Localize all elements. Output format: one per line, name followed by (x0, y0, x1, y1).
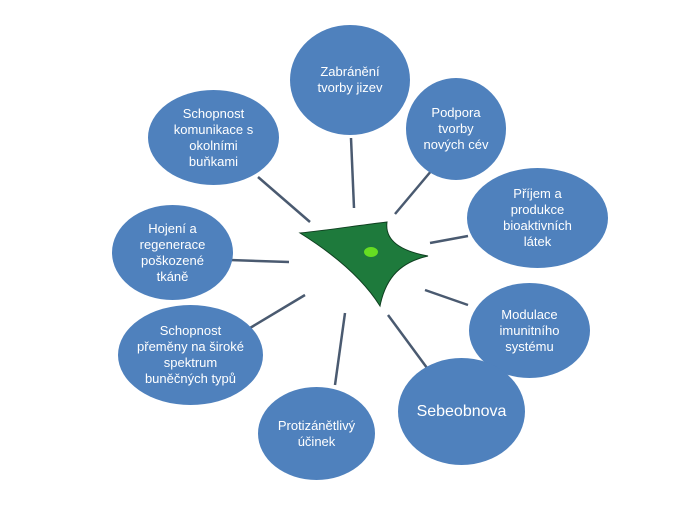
connector-line (349, 137, 356, 209)
connector-line (249, 293, 306, 330)
nucleus-icon (364, 247, 378, 257)
connector-line (424, 288, 469, 307)
node-bioactive-substances: Příjem a produkce bioaktivních látek (467, 168, 608, 268)
connector-line (429, 234, 469, 245)
node-anti-inflammatory: Protizánětlivý účinek (258, 387, 375, 480)
node-label: Příjem a produkce bioaktivních látek (503, 186, 572, 249)
node-self-renewal: Sebeobnova (398, 358, 525, 465)
node-healing-regeneration: Hojení a regenerace poškozené tkáně (112, 205, 233, 300)
node-label: Hojení a regenerace poškozené tkáně (139, 220, 206, 284)
node-label: Podpora tvorby nových cév (423, 105, 489, 152)
connector-line (333, 312, 347, 386)
node-scar-prevention: Zabránění tvorby jizev (290, 25, 410, 135)
node-label: Schopnost komunikace s okolními buňkami (173, 105, 254, 169)
connector-line (229, 258, 290, 264)
connector-line (394, 169, 433, 215)
node-immune-modulation: Modulace imunitního systému (469, 283, 590, 378)
node-label: Protizánětlivý účinek (277, 417, 356, 449)
node-angiogenesis: Podpora tvorby nových cév (406, 78, 506, 180)
node-label: Modulace imunitního systému (499, 306, 560, 354)
node-label: Schopnost přeměny na široké spektrum bun… (137, 323, 244, 386)
node-differentiation: Schopnost přeměny na široké spektrum bun… (118, 305, 263, 405)
connector-line (386, 314, 432, 373)
node-cell-communication: Schopnost komunikace s okolními buňkami (148, 90, 279, 185)
connector-line (257, 176, 311, 223)
node-label: Zabránění tvorby jizev (317, 64, 383, 95)
node-label: Sebeobnova (416, 402, 507, 420)
stem-cell-icon (298, 221, 429, 308)
